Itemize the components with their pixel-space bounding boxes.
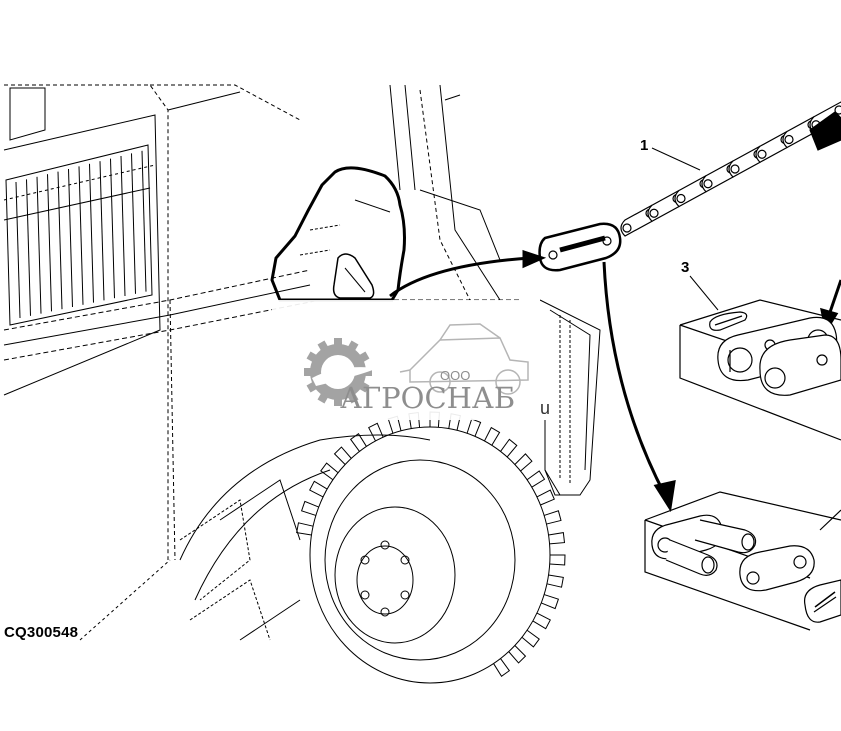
tread-lug bbox=[333, 446, 352, 465]
gear-tooth bbox=[317, 391, 329, 404]
tread-lug bbox=[320, 462, 339, 481]
roller-chain bbox=[538, 101, 841, 272]
watermark-prefix: ООО bbox=[440, 368, 470, 383]
grille-bar bbox=[120, 155, 126, 297]
tread-lug bbox=[309, 480, 328, 498]
callout-1: 1 bbox=[640, 137, 648, 154]
tread-lug bbox=[514, 453, 533, 472]
grille-bar bbox=[78, 166, 84, 305]
grille-bar bbox=[57, 171, 63, 310]
tread-lug bbox=[541, 594, 560, 610]
side-bracket bbox=[539, 299, 601, 496]
grille-bar bbox=[36, 176, 42, 314]
chain-tensioner-highlight bbox=[270, 166, 406, 302]
tread-lug bbox=[349, 432, 367, 452]
detail-box-disassembled-link bbox=[644, 491, 841, 631]
grille-bar bbox=[110, 158, 115, 299]
arrow-to-detail-bottom bbox=[602, 261, 667, 496]
tread-lug bbox=[526, 470, 546, 488]
tread-lug bbox=[296, 522, 314, 536]
detail-arrows bbox=[389, 249, 841, 513]
tread-lug bbox=[532, 612, 551, 630]
tread-lug bbox=[484, 426, 501, 446]
grille-bar bbox=[26, 179, 31, 316]
rear-tyre bbox=[79, 434, 431, 641]
gear-tooth bbox=[304, 368, 313, 376]
grille-bar bbox=[141, 150, 147, 292]
tread-lug bbox=[493, 658, 511, 678]
tread-lug bbox=[549, 554, 566, 566]
tread-lug bbox=[500, 438, 518, 458]
gear-tooth bbox=[357, 381, 370, 393]
callout-3: 3 bbox=[681, 259, 689, 276]
watermark: ООО АГРОСНАБ u bbox=[272, 300, 550, 420]
grille-bar bbox=[68, 168, 73, 308]
tread-lug bbox=[521, 629, 540, 648]
gear-tooth bbox=[357, 351, 370, 363]
grille-bar bbox=[47, 174, 52, 312]
gear-tooth bbox=[347, 391, 359, 404]
arrow-to-tensioner bbox=[389, 256, 531, 298]
detail-box-spring-clip-link bbox=[679, 299, 841, 441]
gear-tooth bbox=[334, 397, 342, 406]
chain-link-dark bbox=[809, 111, 841, 151]
gear-tooth bbox=[334, 338, 342, 347]
gear-tooth bbox=[347, 340, 359, 353]
tread-lug bbox=[508, 645, 527, 664]
front-wheel bbox=[296, 411, 566, 684]
tread-lug bbox=[466, 418, 482, 437]
callout-3-leader bbox=[689, 275, 719, 311]
tread-lug bbox=[536, 489, 555, 506]
figure-id-label: CQ300548 bbox=[4, 624, 79, 641]
grille-bar bbox=[15, 181, 21, 319]
tread-lug bbox=[546, 574, 564, 588]
watermark-stray-char: u bbox=[540, 398, 550, 418]
gear-tooth bbox=[306, 351, 319, 363]
tread-lug bbox=[300, 500, 319, 516]
tread-lug bbox=[368, 422, 384, 442]
tread-lug bbox=[548, 532, 566, 545]
gear-tooth bbox=[317, 340, 329, 353]
grille-bar bbox=[131, 153, 136, 294]
grille-bar bbox=[99, 161, 105, 301]
grille-bar bbox=[89, 163, 94, 303]
connecting-link bbox=[538, 222, 622, 272]
tread-lug bbox=[543, 510, 562, 525]
radiator-grille bbox=[5, 144, 153, 326]
machine-body bbox=[3, 84, 520, 561]
watermark-company: АГРОСНАБ bbox=[340, 381, 515, 415]
